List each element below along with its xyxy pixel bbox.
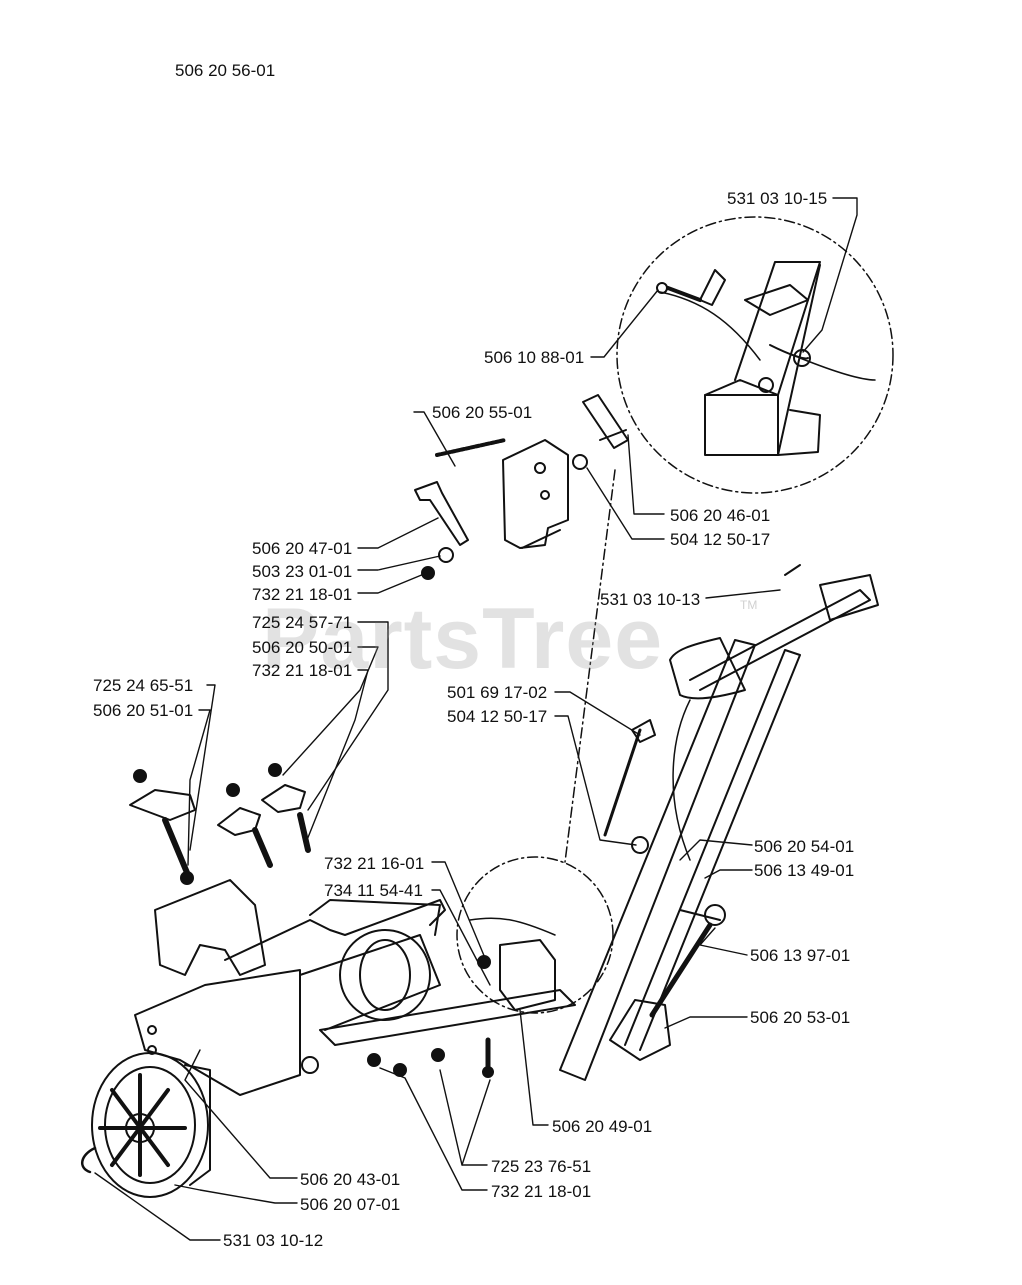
part-label: 506 20 49-01 xyxy=(552,1117,653,1136)
watermark-trademark: TM xyxy=(740,598,758,612)
part-label: 531 03 10-15 xyxy=(727,189,828,208)
part-label: 506 20 43-01 xyxy=(300,1170,401,1189)
part-label: 506 20 54-01 xyxy=(754,837,855,856)
bracket-506-20-49 xyxy=(499,939,556,1011)
throttle-plate xyxy=(502,439,569,549)
nut-732-21-18 xyxy=(421,566,435,580)
part-label: 531 03 10-13 xyxy=(600,590,701,609)
part-label: 725 24 57-71 xyxy=(252,613,353,632)
part-label: 506 20 53-01 xyxy=(750,1008,851,1027)
part-label: 732 21 18-01 xyxy=(252,585,353,604)
diagram-number: 506 20 56-01 xyxy=(175,61,276,80)
handle-tube xyxy=(559,639,756,1081)
detail-circle-throttle xyxy=(616,216,894,494)
knob-506-13-97 xyxy=(704,904,726,926)
part-label: 732 21 18-01 xyxy=(252,661,353,680)
detail-link-line xyxy=(564,469,616,863)
crossbar xyxy=(689,589,871,691)
part-label: 503 23 01-01 xyxy=(252,562,353,581)
part-label: 506 20 51-01 xyxy=(93,701,194,720)
part-label: 501 69 17-02 xyxy=(447,683,548,702)
part-label: 506 20 50-01 xyxy=(252,638,353,657)
leader-lines xyxy=(94,197,858,1241)
gearbox-housing xyxy=(134,969,301,1096)
bracket-top xyxy=(744,284,809,316)
left-small-parts xyxy=(129,763,311,885)
throttle-bracket-detail xyxy=(656,261,876,456)
handlebar-assembly xyxy=(559,564,879,1081)
throttle-cable xyxy=(672,699,691,861)
right-grip xyxy=(819,574,879,621)
pivot-bolt xyxy=(758,377,774,393)
part-label: 725 24 65-51 xyxy=(93,676,194,695)
left-grip xyxy=(669,637,746,700)
part-label: 506 20 55-01 xyxy=(432,403,533,422)
engine-cover xyxy=(154,879,266,976)
bracket-plate xyxy=(704,394,779,456)
pulley xyxy=(339,929,431,1021)
part-label: 725 23 76-51 xyxy=(491,1157,592,1176)
frame-bar xyxy=(319,989,576,1046)
part-label: 506 20 47-01 xyxy=(252,539,353,558)
wheel-506-20-07 xyxy=(91,1052,209,1198)
part-label: 506 20 07-01 xyxy=(300,1195,401,1214)
clip-531-03-10-12 xyxy=(81,1146,97,1174)
part-label: 506 13 97-01 xyxy=(750,946,851,965)
bolt-501-69-17 xyxy=(603,728,642,837)
part-label: 732 21 16-01 xyxy=(324,854,425,873)
upper-small-parts xyxy=(414,394,629,580)
wheel-assembly xyxy=(81,1052,211,1198)
spring-detail xyxy=(666,286,702,302)
bracket-506-20-51 xyxy=(129,789,196,821)
washer-503-23-01 xyxy=(438,547,454,563)
detail-circles xyxy=(456,216,894,1014)
pin-506-20-46 xyxy=(582,394,629,449)
cable-end xyxy=(799,357,876,381)
part-label: 506 20 46-01 xyxy=(670,506,771,525)
detail-circle-lower xyxy=(456,856,614,1014)
part-label: 531 03 10-12 xyxy=(223,1231,324,1250)
part-label: 506 10 88-01 xyxy=(484,348,585,367)
part-label: 734 11 54-41 xyxy=(324,881,423,900)
spring-506-20-55 xyxy=(435,438,507,457)
part-label: 732 21 18-01 xyxy=(491,1182,592,1201)
part-label: 504 12 50-17 xyxy=(447,707,548,726)
part-label: 504 12 50-17 xyxy=(670,530,771,549)
part-label: 506 13 49-01 xyxy=(754,861,855,880)
lower-bracket xyxy=(609,999,671,1061)
watermark: PartsTree xyxy=(262,591,664,687)
engine-and-gearbox xyxy=(134,879,576,1096)
washer-504-12-50 xyxy=(572,454,588,470)
lever-506-20-47 xyxy=(414,481,469,546)
